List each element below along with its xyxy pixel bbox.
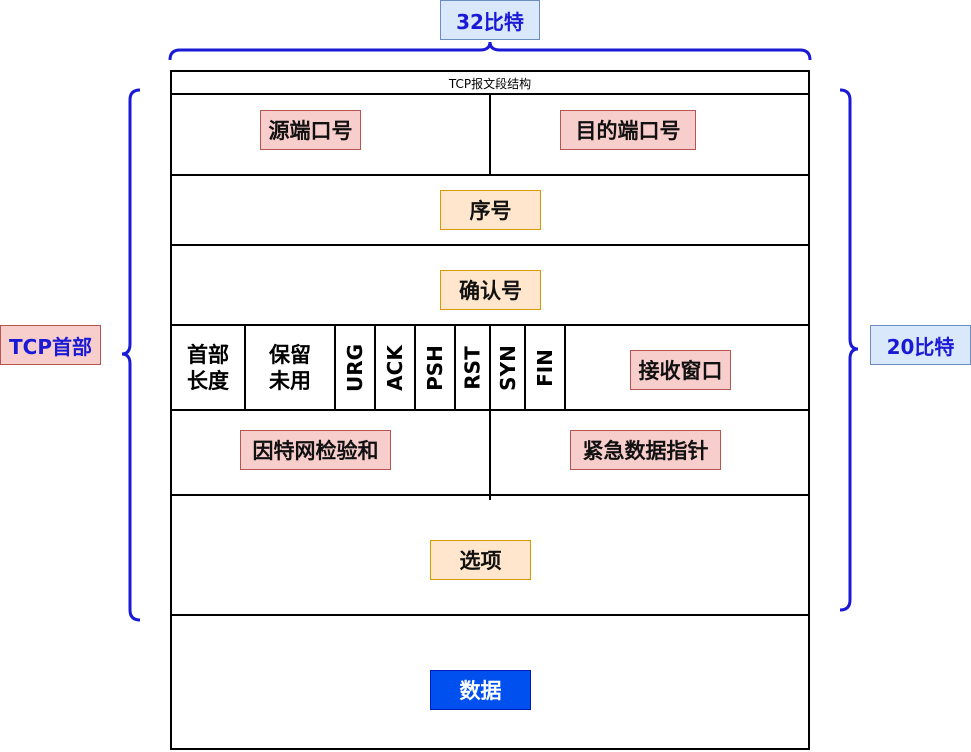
header-length-field: 首部 长度 <box>172 326 244 410</box>
column-divider <box>489 410 491 500</box>
flag-psh: PSH <box>423 345 447 391</box>
urgent-pointer-field: 紧急数据指针 <box>570 430 721 470</box>
data-field: 数据 <box>430 670 531 710</box>
row-divider <box>170 174 810 176</box>
column-divider <box>564 325 566 410</box>
column-divider <box>454 325 456 410</box>
flag-urg: URG <box>343 343 367 393</box>
flag-rst: RST <box>460 346 485 390</box>
flag-syn: SYN <box>495 345 520 391</box>
header-length-line-1: 首部 <box>187 343 229 367</box>
width-bits-label: 32比特 <box>440 0 540 40</box>
checksum-field: 因特网检验和 <box>240 430 391 470</box>
source-port-field: 源端口号 <box>260 110 361 150</box>
header-length-line-2: 长度 <box>187 369 229 393</box>
row-divider <box>170 244 810 246</box>
column-divider <box>374 325 376 410</box>
reserved-line-2: 未用 <box>269 369 311 393</box>
column-divider <box>334 325 336 410</box>
flag-fin: FIN <box>533 349 557 387</box>
dest-port-field: 目的端口号 <box>560 110 696 150</box>
segment-title: TCP报文段结构 <box>448 76 532 91</box>
flag-ack: ACK <box>383 345 407 391</box>
column-divider <box>244 325 246 410</box>
left-bracket <box>121 88 141 622</box>
header-bits-label: 20比特 <box>870 325 971 365</box>
row-divider <box>170 614 810 616</box>
top-bracket <box>168 41 812 61</box>
reserved-line-1: 保留 <box>269 343 311 367</box>
column-divider <box>524 325 526 410</box>
column-divider <box>414 325 416 410</box>
sequence-number-field: 序号 <box>440 190 541 230</box>
column-divider <box>489 94 491 175</box>
tcp-header-label: TCP首部 <box>0 325 101 365</box>
reserved-field: 保留 未用 <box>246 326 334 410</box>
receive-window-field: 接收窗口 <box>630 350 731 390</box>
options-field: 选项 <box>430 540 531 580</box>
right-bracket <box>839 88 859 612</box>
column-divider <box>489 325 491 410</box>
ack-number-field: 确认号 <box>440 270 541 310</box>
